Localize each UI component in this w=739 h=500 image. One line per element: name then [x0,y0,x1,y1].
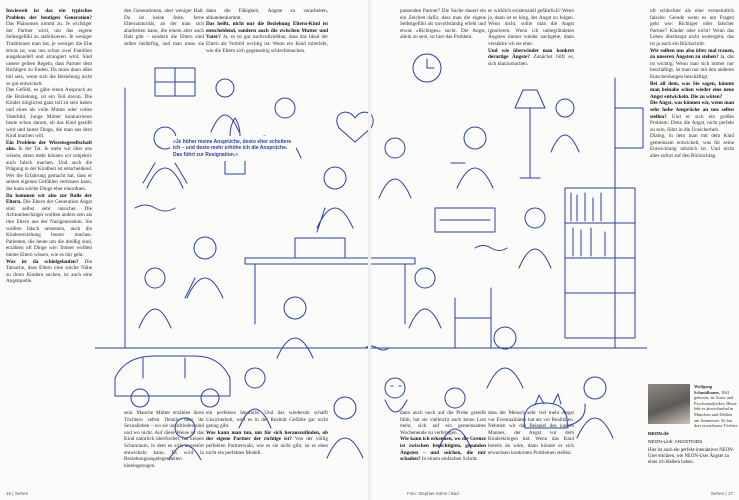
interview-question: Was kann man tun, um für sich herauszufi… [206,429,328,443]
chair-icon [454,287,492,349]
paragraph: es wirklich existenziell gefährlich? Wen… [488,8,574,48]
interview-answer: In einem einfachen Schritt. [420,456,478,463]
interview-question: Inwieweit ist das ein typisches Problem … [6,8,92,21]
interview-answer: sein. Manche Mütter erzählen ihren Töcht… [124,410,204,469]
paragraph: den Generationen, aber weniger Halt. Da … [124,8,204,46]
interview-question: Die Angst, was können wir, wenn man sehr… [650,100,734,120]
neon-link-text: Hier ist auch ein perfekt-interaktiver N… [648,448,735,465]
paragraph: Dialog, in dem man mit dem Kind gemeinsa… [650,133,734,159]
neon-box: NEON.de NEON-Link: ANGSTKIDS Hier ist au… [648,432,738,466]
clock-icon [412,53,442,83]
paragraph: Bei all dem, was Sie sagen, könnte man b… [650,81,734,101]
right-column-3: oft schlechter als eine vermeintlich fal… [650,8,734,378]
right-column-2-bottom: dass der Mensch sehr viel mehr Angst vor… [488,410,574,478]
interview-answer: Das Gefühl, es gäbe einen Anspruch an di… [6,87,92,140]
interview-question: Was ist da schiefgelaufen? [6,258,79,265]
folio-right: Sehen | 17 [710,491,733,496]
interview-answer: Ja, es ist gut nachvollziehbar, dass das… [206,34,328,54]
interview-answer: Zunächst hilft es, sich klarzumachen. [488,54,574,67]
left-column-2-top: den Generationen, aber weniger Halt. Da … [124,8,204,46]
paragraph: Inwieweit ist das ein typisches Problem … [6,8,92,87]
baby-icon [384,377,408,413]
interview-question: Bei all dem, was Sie sagen, könnte man b… [650,80,734,100]
bookshelf-icon [564,187,636,339]
interview-question: Wir sollten uns also öfter mal trauen, z… [650,47,734,61]
people-crowd [138,78,614,460]
paragraph: Und wie überwindet man konkret derartige… [488,48,574,68]
interview-question: Und wie überwindet man konkret derartige… [488,47,574,61]
paragraph: Was ist da schiefgelaufen? Die Tatsache,… [6,259,92,285]
right-column-1-top: passenden Partner? Die Suche dauert ein … [400,8,486,68]
interview-answer: dass der Mensch sehr viel mehr Angst vor… [488,410,574,456]
interview-answer: es wirklich existenziell gefährlich? Wen… [488,8,574,47]
car-icon [114,355,231,408]
paragraph: sein. Manche Mütter erzählen ihren Töcht… [124,410,204,469]
left-column-1: Inwieweit ist das ein typisches Problem … [6,8,92,478]
interview-question: Ein Problem der Wissensgesellschaft also… [6,139,92,153]
neon-url-link[interactable]: NEON.de [648,432,669,437]
interview-answer: Ja, das ist wichtig. Wenn man sich immer… [650,54,734,80]
right-column-2-top: es wirklich existenziell gefährlich? Wen… [488,8,574,98]
interview-answer: In der Tat. Je mehr wir über uns wissen,… [6,146,92,193]
paragraph: oft schlechter als eine vermeintlich fal… [650,8,734,48]
interview-answer: Die Eltern der Generation Angst sind sel… [6,199,92,258]
interview-answer: oft schlechter als eine vermeintlich fal… [650,8,734,47]
interview-question: Da kommen wir also zur Rolle der Eltern. [6,192,92,206]
left-column-3-top: dann die Fähigkeit, Ängste zu verarbeite… [206,8,328,88]
left-column-2-bottom: sein. Manche Mütter erzählen ihren Töcht… [124,410,204,478]
photo-credit: Foto: Stephan Sahm / Bad [407,491,459,496]
interview-answer: dann auch noch auf die Probe gestellt fü… [400,410,486,436]
paragraph: passenden Partner? Die Suche dauert ein … [400,8,486,41]
heart-icon [336,111,374,143]
paragraph: Da kommen wir also zur Rolle der Eltern.… [6,193,92,259]
interview-answer: Und er sich ein großes Problem: Denn die… [650,113,734,133]
interview-answer: passenden Partner? Die Suche dauert ein … [400,8,486,41]
author-bio-box: Wolfgang Schmidbauer, 1941 geboren, ist … [694,384,738,429]
crowd-line-illustration [95,53,647,460]
paragraph: Ein Problem der Wissensgesellschaft also… [6,140,92,193]
lamp-icon [514,89,546,179]
paragraph: Das Gefühl, es gäbe einen Anspruch an di… [6,87,92,140]
neon-link-title[interactable]: NEON-Link: ANGSTKIDS [648,440,703,445]
interview-question: Das heißt, nicht nur die Beziehung Elter… [206,21,328,41]
folio-left: 16 | Sehen [6,491,29,496]
paragraph: dann auch noch auf die Probe gestellt fü… [400,410,486,436]
author-name: Wolfgang Schmidbauer, [694,384,720,395]
paragraph: Das heißt, nicht nur die Beziehung Elter… [206,21,328,54]
page-gutter [368,0,371,500]
cat-icon [523,393,586,429]
paragraph: Die Angst, was können wir, wenn man sehr… [650,100,734,133]
interview-answer: Von der völlig perfekten Partnerwahl, wi… [206,436,328,456]
paragraph: Wir sollten uns also öfter mal trauen, z… [650,48,734,81]
author-bio: 1941 geboren, ist Autor und Psychoanalyt… [694,389,738,429]
author-photo [648,384,690,424]
interview-answer: den Generationen, aber weniger Halt. Da … [124,8,204,46]
interview-answer: dann die Fähigkeit, Ängste zu verarbeite… [206,8,328,21]
paragraph: dann die Fähigkeit, Ängste zu verarbeite… [206,8,328,21]
interview-answer: Das Phänomen nimmt zu. Je wichtiger der … [6,21,92,87]
paragraph: Was kann man tun, um für sich herauszufi… [206,430,328,456]
interview-answer: Dialog, in dem man mit dem Kind gemeinsa… [650,133,734,160]
paragraph: dass der Mensch sehr viel mehr Angst vor… [488,410,574,456]
interview-answer: Die Tatsache, dass Eltern eine solche Nä… [6,258,92,285]
pull-quote: »Je höher meine Ansprüche, desto eher sc… [170,136,296,162]
